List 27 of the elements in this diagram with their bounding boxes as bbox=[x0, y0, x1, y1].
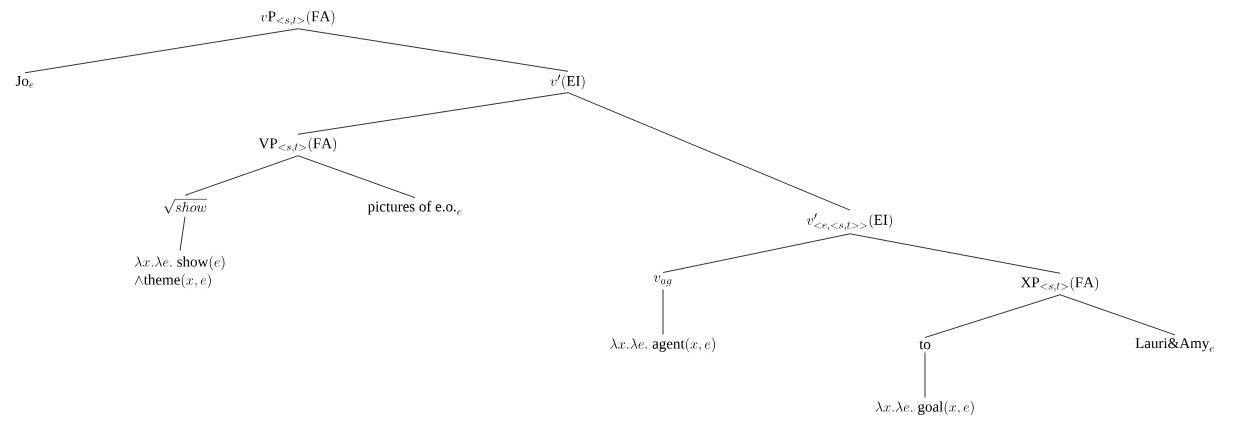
tree-node-label: $\text{to}$ bbox=[919, 340, 931, 350]
tree-node-label: $v'_{<e,<s,t>>}(\mathrm{EI})$ bbox=[807, 213, 892, 231]
tree-node-label: $\mathrm{VP}_{<s,t>}(\mathrm{FA})$ bbox=[258, 137, 337, 153]
tree-branch bbox=[849, 233, 1061, 274]
tree-branch bbox=[184, 155, 299, 196]
formula-text: $\lambda x.\lambda e.\ \textsc{agent}(x,e)$ bbox=[610, 337, 716, 353]
tree-branch bbox=[924, 352, 926, 398]
tree-branch bbox=[662, 289, 664, 335]
tree-branch bbox=[1059, 294, 1176, 336]
tree-node-label: $\text{pictures of e.o.}_e$ bbox=[367, 200, 462, 216]
tree-branch bbox=[297, 92, 569, 135]
tree-branch bbox=[567, 92, 851, 211]
tree-branch bbox=[662, 233, 851, 273]
tree-node-label: $\mathrm{Jo}_e$ bbox=[15, 76, 34, 89]
tree-branch bbox=[297, 155, 416, 199]
formula-text: $\lambda x.\lambda e.\ \textsc{goal}(x,e)$ bbox=[875, 400, 974, 416]
tree-branch bbox=[924, 294, 1061, 338]
tree-branch bbox=[179, 216, 186, 252]
formula-text: $\begin{array}{l}\lambda x.\lambda e.\ \mathrm{show}(e)\\ \wedge\textsc{theme}(x,e)\end{array}$ bbox=[134, 255, 225, 289]
tree-branch bbox=[297, 28, 569, 72]
tree-node-label: $\text{Lauri\&Amy}_e$ bbox=[1135, 338, 1214, 352]
tree-node-label: $v\mathrm{P}_{<s,t>}(\mathrm{FA})$ bbox=[260, 10, 335, 26]
tree-node-label: $v_{ag}$ bbox=[654, 275, 672, 287]
tree-node-label: $\mathrm{XP}_{<s,t>}(\mathrm{FA})$ bbox=[1020, 276, 1099, 292]
tree-node-label: $v'(\mathrm{EI})$ bbox=[550, 74, 585, 90]
tree-node-label: $\sqrt{show}$ bbox=[164, 199, 207, 214]
tree-branch bbox=[24, 28, 299, 74]
